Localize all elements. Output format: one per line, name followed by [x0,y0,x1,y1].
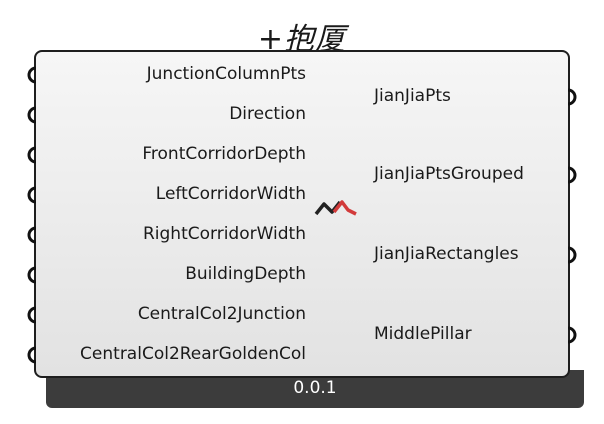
input-label-junction-column-pts: JunctionColumnPts [146,64,306,84]
output-port-jianjia-pts-grouped[interactable] [566,166,578,184]
input-label-central-col2-junction: CentralCol2Junction [137,304,306,324]
output-label-jianjia-pts: JianJiaPts [374,86,451,106]
input-label-right-corridor-width: RightCorridorWidth [142,224,306,244]
input-port-right-corridor-width[interactable] [26,226,38,244]
output-label-jianjia-rectangles: JianJiaRectangles [374,244,519,264]
input-port-building-depth[interactable] [26,266,38,284]
output-label-middle-pillar: MiddlePillar [374,324,472,344]
grasshopper-component-icon [314,200,357,216]
input-port-front-corridor-depth[interactable] [26,146,38,164]
component-body[interactable] [34,50,570,378]
input-label-direction: Direction [229,104,306,124]
input-label-building-depth: BuildingDepth [185,264,306,284]
output-port-middle-pillar[interactable] [566,326,578,344]
output-port-jianjia-pts[interactable] [566,88,578,106]
input-label-left-corridor-width: LeftCorridorWidth [155,184,306,204]
input-port-central-col2-rear-golden-col[interactable] [26,346,38,364]
version-label: 0.0.1 [293,378,337,398]
input-label-central-col2-rear-golden-col: CentralCol2RearGoldenCol [80,344,306,364]
output-port-jianjia-rectangles[interactable] [566,246,578,264]
input-label-front-corridor-depth: FrontCorridorDepth [142,144,306,164]
input-port-left-corridor-width[interactable] [26,186,38,204]
input-port-junction-column-pts[interactable] [26,66,38,84]
input-port-central-col2-junction[interactable] [26,306,38,324]
input-port-direction[interactable] [26,106,38,124]
output-label-jianjia-pts-grouped: JianJiaPtsGrouped [374,164,524,184]
